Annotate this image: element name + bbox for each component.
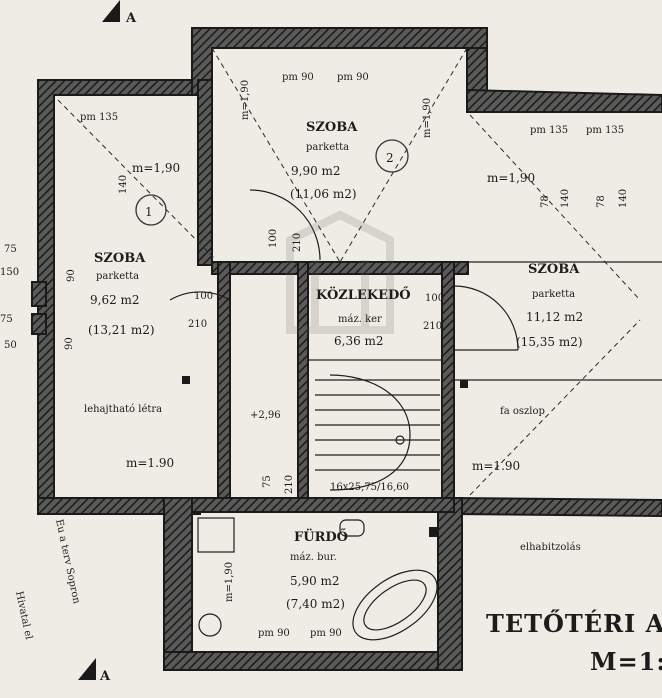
svg-text:150: 150 xyxy=(0,267,19,278)
svg-text:SZOBA: SZOBA xyxy=(306,120,358,135)
svg-text:140: 140 xyxy=(560,189,571,208)
svg-text:máz. ker: máz. ker xyxy=(338,314,382,325)
svg-text:(15,35 m2): (15,35 m2) xyxy=(516,335,583,349)
room-2-label: SZOBA parketta 9,90 m2 (11,06 m2) 2 xyxy=(290,120,394,201)
svg-text:210: 210 xyxy=(292,233,303,252)
room-3-label: SZOBA parketta 11,12 m2 (15,35 m2) xyxy=(516,262,583,349)
svg-text:máz. bur.: máz. bur. xyxy=(290,552,337,563)
svg-text:90: 90 xyxy=(64,337,75,350)
svg-text:pm 135: pm 135 xyxy=(586,125,624,136)
svg-text:m=1,90: m=1,90 xyxy=(487,171,535,185)
room-1-circle xyxy=(135,194,167,226)
svg-text:100: 100 xyxy=(425,293,444,304)
svg-text:m=1.90: m=1.90 xyxy=(126,456,174,470)
roof-lines xyxy=(57,47,662,496)
svg-text:pm 135: pm 135 xyxy=(530,125,568,136)
svg-text:FÜRDŐ: FÜRDŐ xyxy=(294,528,348,545)
bath-label: FÜRDŐ máz. bur. 5,90 m2 (7,40 m2) xyxy=(286,528,348,611)
svg-text:100: 100 xyxy=(268,229,279,248)
svg-text:pm 90: pm 90 xyxy=(282,72,314,83)
svg-text:(11,06 m2): (11,06 m2) xyxy=(290,187,357,201)
svg-text:210: 210 xyxy=(423,321,442,332)
svg-text:parketta: parketta xyxy=(306,142,349,153)
bath-fixtures xyxy=(197,517,438,641)
svg-text:pm 135: pm 135 xyxy=(80,112,118,123)
svg-text:parketta: parketta xyxy=(96,271,139,282)
svg-text:fa oszlop: fa oszlop xyxy=(500,406,545,417)
staircase xyxy=(307,359,443,499)
svg-text:elhabitzolás: elhabitzolás xyxy=(520,542,581,553)
walls xyxy=(31,27,662,671)
toilet-icon xyxy=(198,613,222,637)
svg-text:parketta: parketta xyxy=(532,289,575,300)
hall-label: KÖZLEKEDŐ máz. ker 6,36 m2 xyxy=(316,286,411,348)
svg-text:+2,96: +2,96 xyxy=(250,410,281,421)
svg-text:m=1,90: m=1,90 xyxy=(422,98,433,138)
svg-text:75: 75 xyxy=(4,244,17,255)
svg-text:2: 2 xyxy=(386,151,394,165)
section-mark-top: A xyxy=(102,0,137,26)
svg-text:6,36 m2: 6,36 m2 xyxy=(334,334,384,348)
svg-text:A: A xyxy=(125,11,137,26)
post-marker xyxy=(460,380,468,388)
svg-text:m=1,90: m=1,90 xyxy=(224,562,235,602)
room-2-circle xyxy=(375,139,409,173)
svg-text:SZOBA: SZOBA xyxy=(528,262,580,277)
svg-text:m=1.90: m=1.90 xyxy=(472,459,520,473)
svg-text:11,12 m2: 11,12 m2 xyxy=(526,310,583,324)
sink-icon xyxy=(197,517,235,553)
svg-text:m=1,90: m=1,90 xyxy=(240,80,251,120)
svg-text:KÖZLEKEDŐ: KÖZLEKEDŐ xyxy=(316,286,411,303)
svg-text:pm 90: pm 90 xyxy=(337,72,369,83)
svg-text:140: 140 xyxy=(618,189,629,208)
bathtub-icon xyxy=(352,569,438,641)
svg-text:50: 50 xyxy=(4,340,17,351)
room-1-label: SZOBA parketta 9,62 m2 (13,21 m2) 1 xyxy=(88,205,155,337)
doors xyxy=(169,189,519,351)
svg-text:78: 78 xyxy=(540,195,551,208)
svg-text:210: 210 xyxy=(188,319,207,330)
svg-text:90: 90 xyxy=(66,269,77,282)
svg-text:16x25,75/16,60: 16x25,75/16,60 xyxy=(330,482,409,493)
svg-text:9,90 m2: 9,90 m2 xyxy=(291,164,341,178)
svg-text:lehajtható létra: lehajtható létra xyxy=(84,404,162,415)
svg-text:1: 1 xyxy=(145,205,153,219)
svg-text:pm 90: pm 90 xyxy=(310,628,342,639)
svg-text:75: 75 xyxy=(0,314,13,325)
svg-text:5,90 m2: 5,90 m2 xyxy=(290,574,340,588)
svg-text:A: A xyxy=(99,669,111,684)
watermark xyxy=(286,210,394,334)
svg-text:(13,21 m2): (13,21 m2) xyxy=(88,323,155,337)
svg-text:75: 75 xyxy=(262,475,273,488)
svg-text:100: 100 xyxy=(194,291,213,302)
svg-text:SZOBA: SZOBA xyxy=(94,251,146,266)
section-mark-bottom: A xyxy=(78,658,111,684)
svg-text:(7,40 m2): (7,40 m2) xyxy=(286,597,345,611)
svg-text:pm 90: pm 90 xyxy=(258,628,290,639)
plan-scale: M=1: xyxy=(590,647,662,676)
svg-text:210: 210 xyxy=(284,475,295,494)
svg-text:9,62 m2: 9,62 m2 xyxy=(90,293,140,307)
svg-text:m=1,90: m=1,90 xyxy=(132,161,180,175)
svg-text:78: 78 xyxy=(596,195,607,208)
svg-text:140: 140 xyxy=(118,175,129,194)
plan-title: TETŐTÉRI A xyxy=(486,609,662,638)
